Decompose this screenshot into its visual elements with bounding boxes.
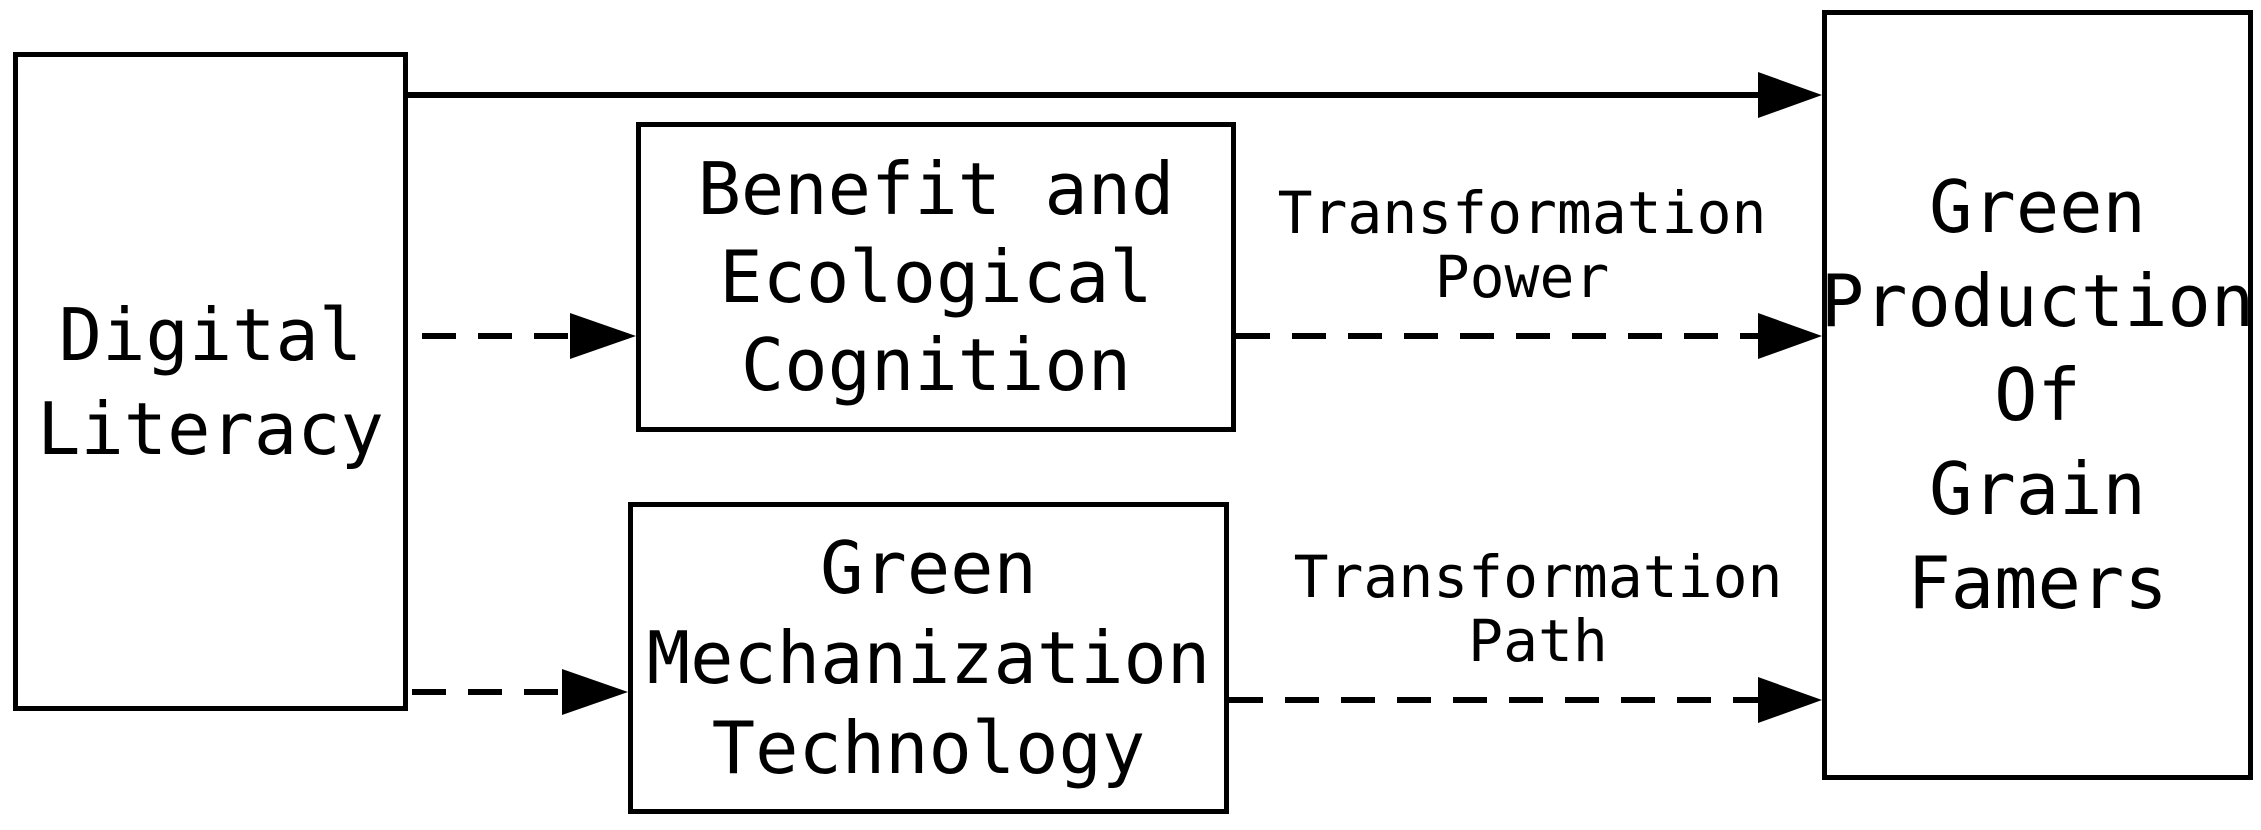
node-green-production: Green Production Of Grain Famers [1820,10,2255,780]
edge-label-power-line-1: Transformation [1277,179,1767,247]
edge-label-path-line-2: Path [1468,607,1608,675]
node-green-production-line-3: Of [1994,353,2081,437]
node-green-mechanization-technology: Green Mechanization Technology [628,502,1229,814]
edge-path-arrowhead [1758,677,1822,723]
node-green-production-line-5: Famers [1907,541,2168,625]
node-digital-literacy-line-1: Digital [58,292,363,377]
node-mechanization-line-1: Green [820,526,1037,610]
node-digital-literacy: Digital Literacy [13,52,408,711]
edge-direct-arrowhead [1758,72,1822,118]
edge-label-power-line-2: Power [1434,243,1610,311]
node-green-production-line-4: Grain [1929,447,2146,531]
node-benefit-line-2: Ecological [719,235,1153,319]
node-green-production-line-2: Production [1820,259,2255,343]
edge-to-benefit-arrowhead [570,313,636,359]
node-digital-literacy-line-2: Literacy [37,386,384,471]
node-benefit-line-1: Benefit and [697,147,1175,231]
node-mechanization-line-3: Technology [711,706,1146,790]
edge-power-arrowhead [1758,313,1822,359]
node-green-production-line-1: Green [1929,165,2146,249]
node-benefit-line-3: Cognition [740,323,1132,407]
edge-label-transformation-power: Transformation Power [1262,178,1782,312]
edge-to-mechanization-arrowhead [562,669,628,715]
node-mechanization-line-2: Mechanization [646,616,1211,700]
node-benefit-ecological-cognition: Benefit and Ecological Cognition [636,122,1236,432]
edge-label-transformation-path: Transformation Path [1278,542,1798,676]
edge-label-path-line-1: Transformation [1293,543,1783,611]
